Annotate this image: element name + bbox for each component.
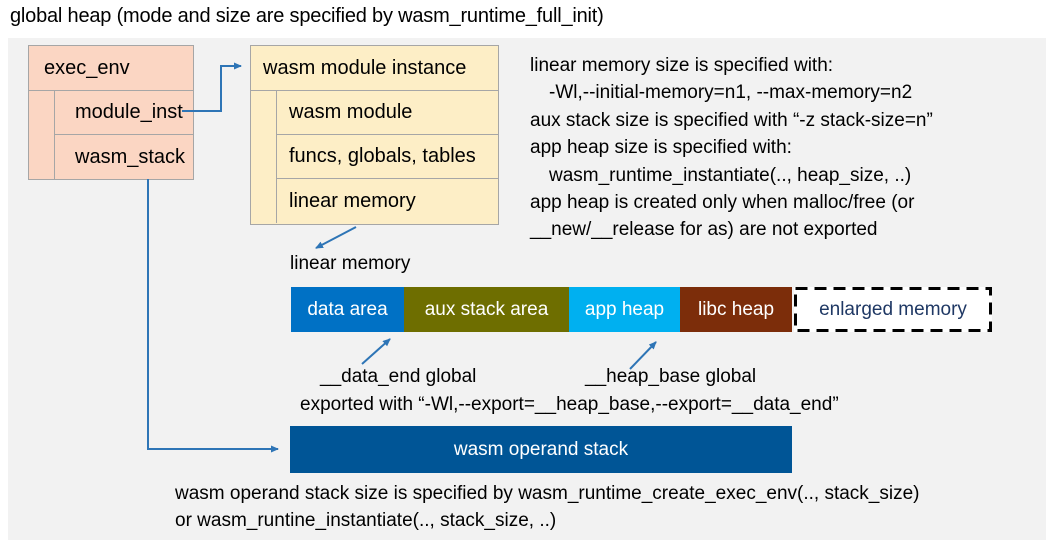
segment-libc-heap: libc heap — [680, 287, 792, 332]
note-line: app heap is created only when malloc/fre… — [530, 192, 915, 214]
note-line: or wasm_runtine_instantiate(.., stack_si… — [175, 510, 557, 531]
segment-aux-stack-area: aux stack area — [404, 287, 569, 332]
arrow-data-end — [361, 338, 391, 365]
exported-with-label: exported with “-Wl,--export=__heap_base,… — [300, 394, 839, 415]
segment-data-area: data area — [291, 287, 404, 332]
exec-env-row-module-inst: module_inst — [54, 91, 193, 135]
segment-enlarged-memory: enlarged memory — [794, 287, 992, 332]
note-line: wasm_runtime_instantiate(.., heap_size, … — [549, 164, 912, 186]
module-instance-row-wasm-module: wasm module — [276, 91, 498, 135]
exec-env-row-wasm-stack: wasm_stack — [54, 135, 193, 179]
note-line: __new/__release for as) are not exported — [530, 219, 878, 241]
module-instance-box: wasm module instance wasm module funcs, … — [250, 45, 499, 225]
module-instance-header: wasm module instance — [251, 46, 498, 91]
data-end-global-label: __data_end global — [320, 366, 477, 387]
exec-env-box: exec_env module_inst wasm_stack — [28, 45, 194, 180]
linear-memory-bar: data area aux stack area app heap libc h… — [291, 287, 792, 332]
segment-app-heap: app heap — [569, 287, 680, 332]
module-instance-row-funcs-globals-tables: funcs, globals, tables — [276, 135, 498, 179]
exec-env-header: exec_env — [29, 46, 193, 91]
arrow-cell-to-linear-memory — [315, 226, 357, 249]
diagram-title: global heap (mode and size are specified… — [10, 5, 604, 27]
memory-size-notes: linear memory size is specified with: -W… — [530, 52, 1040, 244]
note-line: aux stack size is specified with “-z sta… — [530, 109, 933, 131]
arrow-heap-base — [629, 341, 657, 370]
module-instance-row-linear-memory: linear memory — [276, 179, 498, 223]
note-line: -Wl,--initial-memory=n1, --max-memory=n2 — [549, 82, 913, 104]
operand-stack-notes: wasm operand stack size is specified by … — [175, 480, 1035, 534]
wasm-operand-stack-bar: wasm operand stack — [290, 426, 792, 473]
note-line: linear memory size is specified with: — [530, 55, 834, 76]
note-line: app heap size is specified with: — [530, 137, 792, 159]
diagram-canvas: exec_env module_inst wasm_stack wasm mod… — [8, 38, 1046, 540]
heap-base-global-label: __heap_base global — [585, 366, 757, 387]
note-line: wasm operand stack size is specified by … — [175, 483, 920, 504]
linear-memory-label: linear memory — [290, 253, 411, 274]
